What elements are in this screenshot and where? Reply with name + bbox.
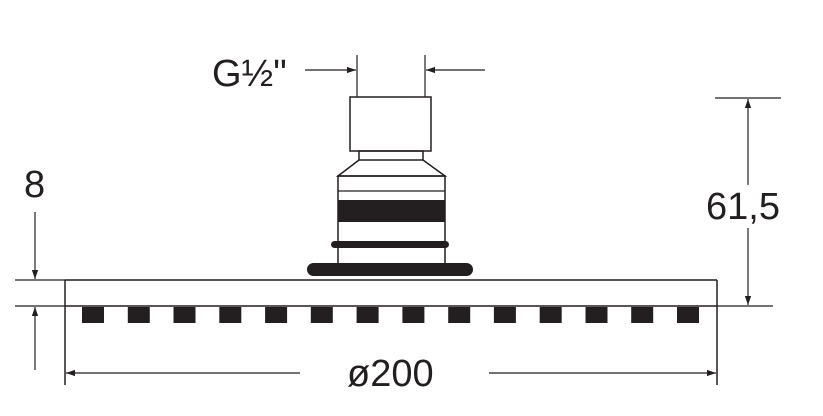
- nozzle: [493, 307, 516, 323]
- nozzle: [310, 307, 333, 323]
- thickness-dimension: 8: [15, 164, 65, 370]
- collar-band: [338, 200, 445, 222]
- height-dimension: 61,5: [706, 97, 781, 307]
- nozzle: [448, 307, 471, 323]
- connector-body: [307, 96, 473, 276]
- nozzle: [127, 307, 150, 323]
- shower-plate: [64, 279, 718, 385]
- thread-dimension: G½": [212, 53, 485, 97]
- diameter-label: ø200: [347, 353, 434, 395]
- nozzle: [265, 307, 288, 323]
- thickness-label: 8: [24, 164, 45, 206]
- base-gasket: [307, 263, 473, 276]
- connector-taper: [335, 159, 448, 177]
- upper-nut: [349, 96, 432, 152]
- connector-neck: [358, 150, 424, 161]
- o-ring: [331, 241, 449, 248]
- nozzle: [585, 307, 608, 323]
- nozzle: [219, 307, 242, 323]
- height-label: 61,5: [706, 186, 780, 228]
- nozzle: [173, 307, 196, 323]
- nozzle: [82, 307, 104, 323]
- nozzle: [402, 307, 425, 323]
- nozzle: [631, 307, 654, 323]
- nozzle-row: [82, 307, 699, 323]
- nozzle: [539, 307, 562, 323]
- thread-size-label: G½": [212, 53, 287, 95]
- nozzle: [356, 307, 379, 323]
- nozzle: [677, 307, 699, 323]
- diameter-dimension: ø200: [66, 353, 716, 395]
